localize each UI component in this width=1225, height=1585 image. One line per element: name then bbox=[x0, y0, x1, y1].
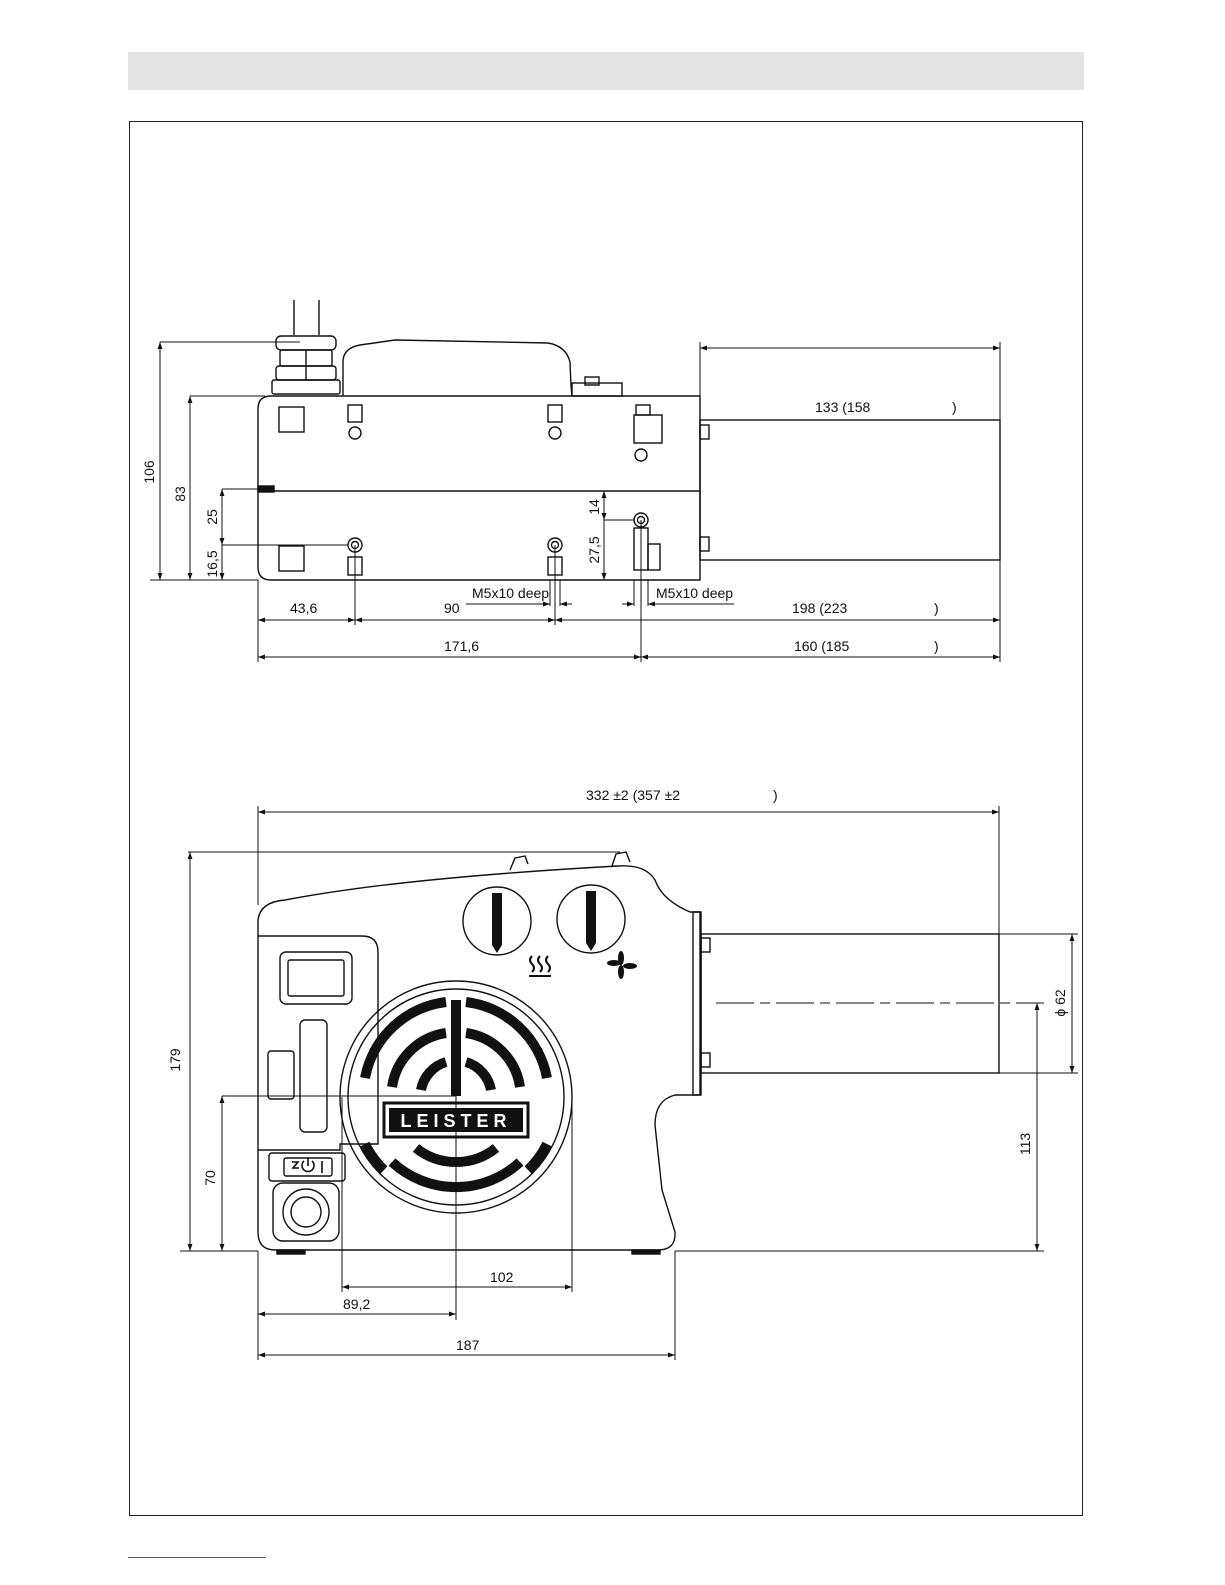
footer-link-rule bbox=[128, 1557, 266, 1558]
power-switch-icon bbox=[292, 1158, 322, 1173]
dim-diameter: ϕ 62 bbox=[1052, 989, 1068, 1017]
front-view-dimensions bbox=[180, 806, 1078, 1360]
thread-label-1: M5x10 deep bbox=[472, 585, 549, 601]
dim-102: 102 bbox=[490, 1269, 514, 1285]
dim-160-close: ) bbox=[934, 638, 939, 654]
dim-113: 113 bbox=[1017, 1133, 1033, 1156]
dim-106: 106 bbox=[141, 460, 157, 484]
dim-89-2: 89,2 bbox=[343, 1296, 370, 1312]
front-view-labels: 332 ±2 (357 ±2 ) 179 70 ϕ 62 113 102 89,… bbox=[167, 787, 1068, 1353]
dim-198-close: ) bbox=[934, 600, 939, 616]
knob-indicators bbox=[492, 891, 596, 953]
dim-total-length: 332 ±2 (357 ±2 bbox=[586, 787, 680, 803]
fan-icon bbox=[607, 951, 637, 979]
side-view bbox=[258, 300, 1000, 580]
dim-tube-length: 133 (158 bbox=[815, 399, 870, 415]
thread-label-2: M5x10 deep bbox=[656, 585, 733, 601]
dim-14: 14 bbox=[586, 499, 602, 515]
side-view-dimensions bbox=[150, 342, 1000, 662]
dim-70: 70 bbox=[202, 1170, 218, 1186]
dim-16-5: 16,5 bbox=[204, 550, 220, 577]
dim-25: 25 bbox=[204, 509, 220, 525]
dim-90: 90 bbox=[444, 600, 460, 616]
side-view-labels: 106 83 25 16,5 14 27,5 133 (158 ) M5x10 … bbox=[141, 399, 957, 654]
dim-179: 179 bbox=[167, 1048, 183, 1072]
dim-198: 198 (223 bbox=[792, 600, 847, 616]
heat-icon bbox=[529, 956, 551, 976]
dim-total-length-close: ) bbox=[773, 787, 778, 803]
dim-171-6: 171,6 bbox=[444, 638, 479, 654]
dim-83: 83 bbox=[172, 486, 188, 502]
dim-tube-length-close: ) bbox=[952, 399, 957, 415]
dim-43-6: 43,6 bbox=[290, 600, 317, 616]
dim-160: 160 (185 bbox=[794, 638, 849, 654]
dim-187: 187 bbox=[456, 1337, 480, 1353]
dim-27-5: 27,5 bbox=[586, 536, 602, 563]
